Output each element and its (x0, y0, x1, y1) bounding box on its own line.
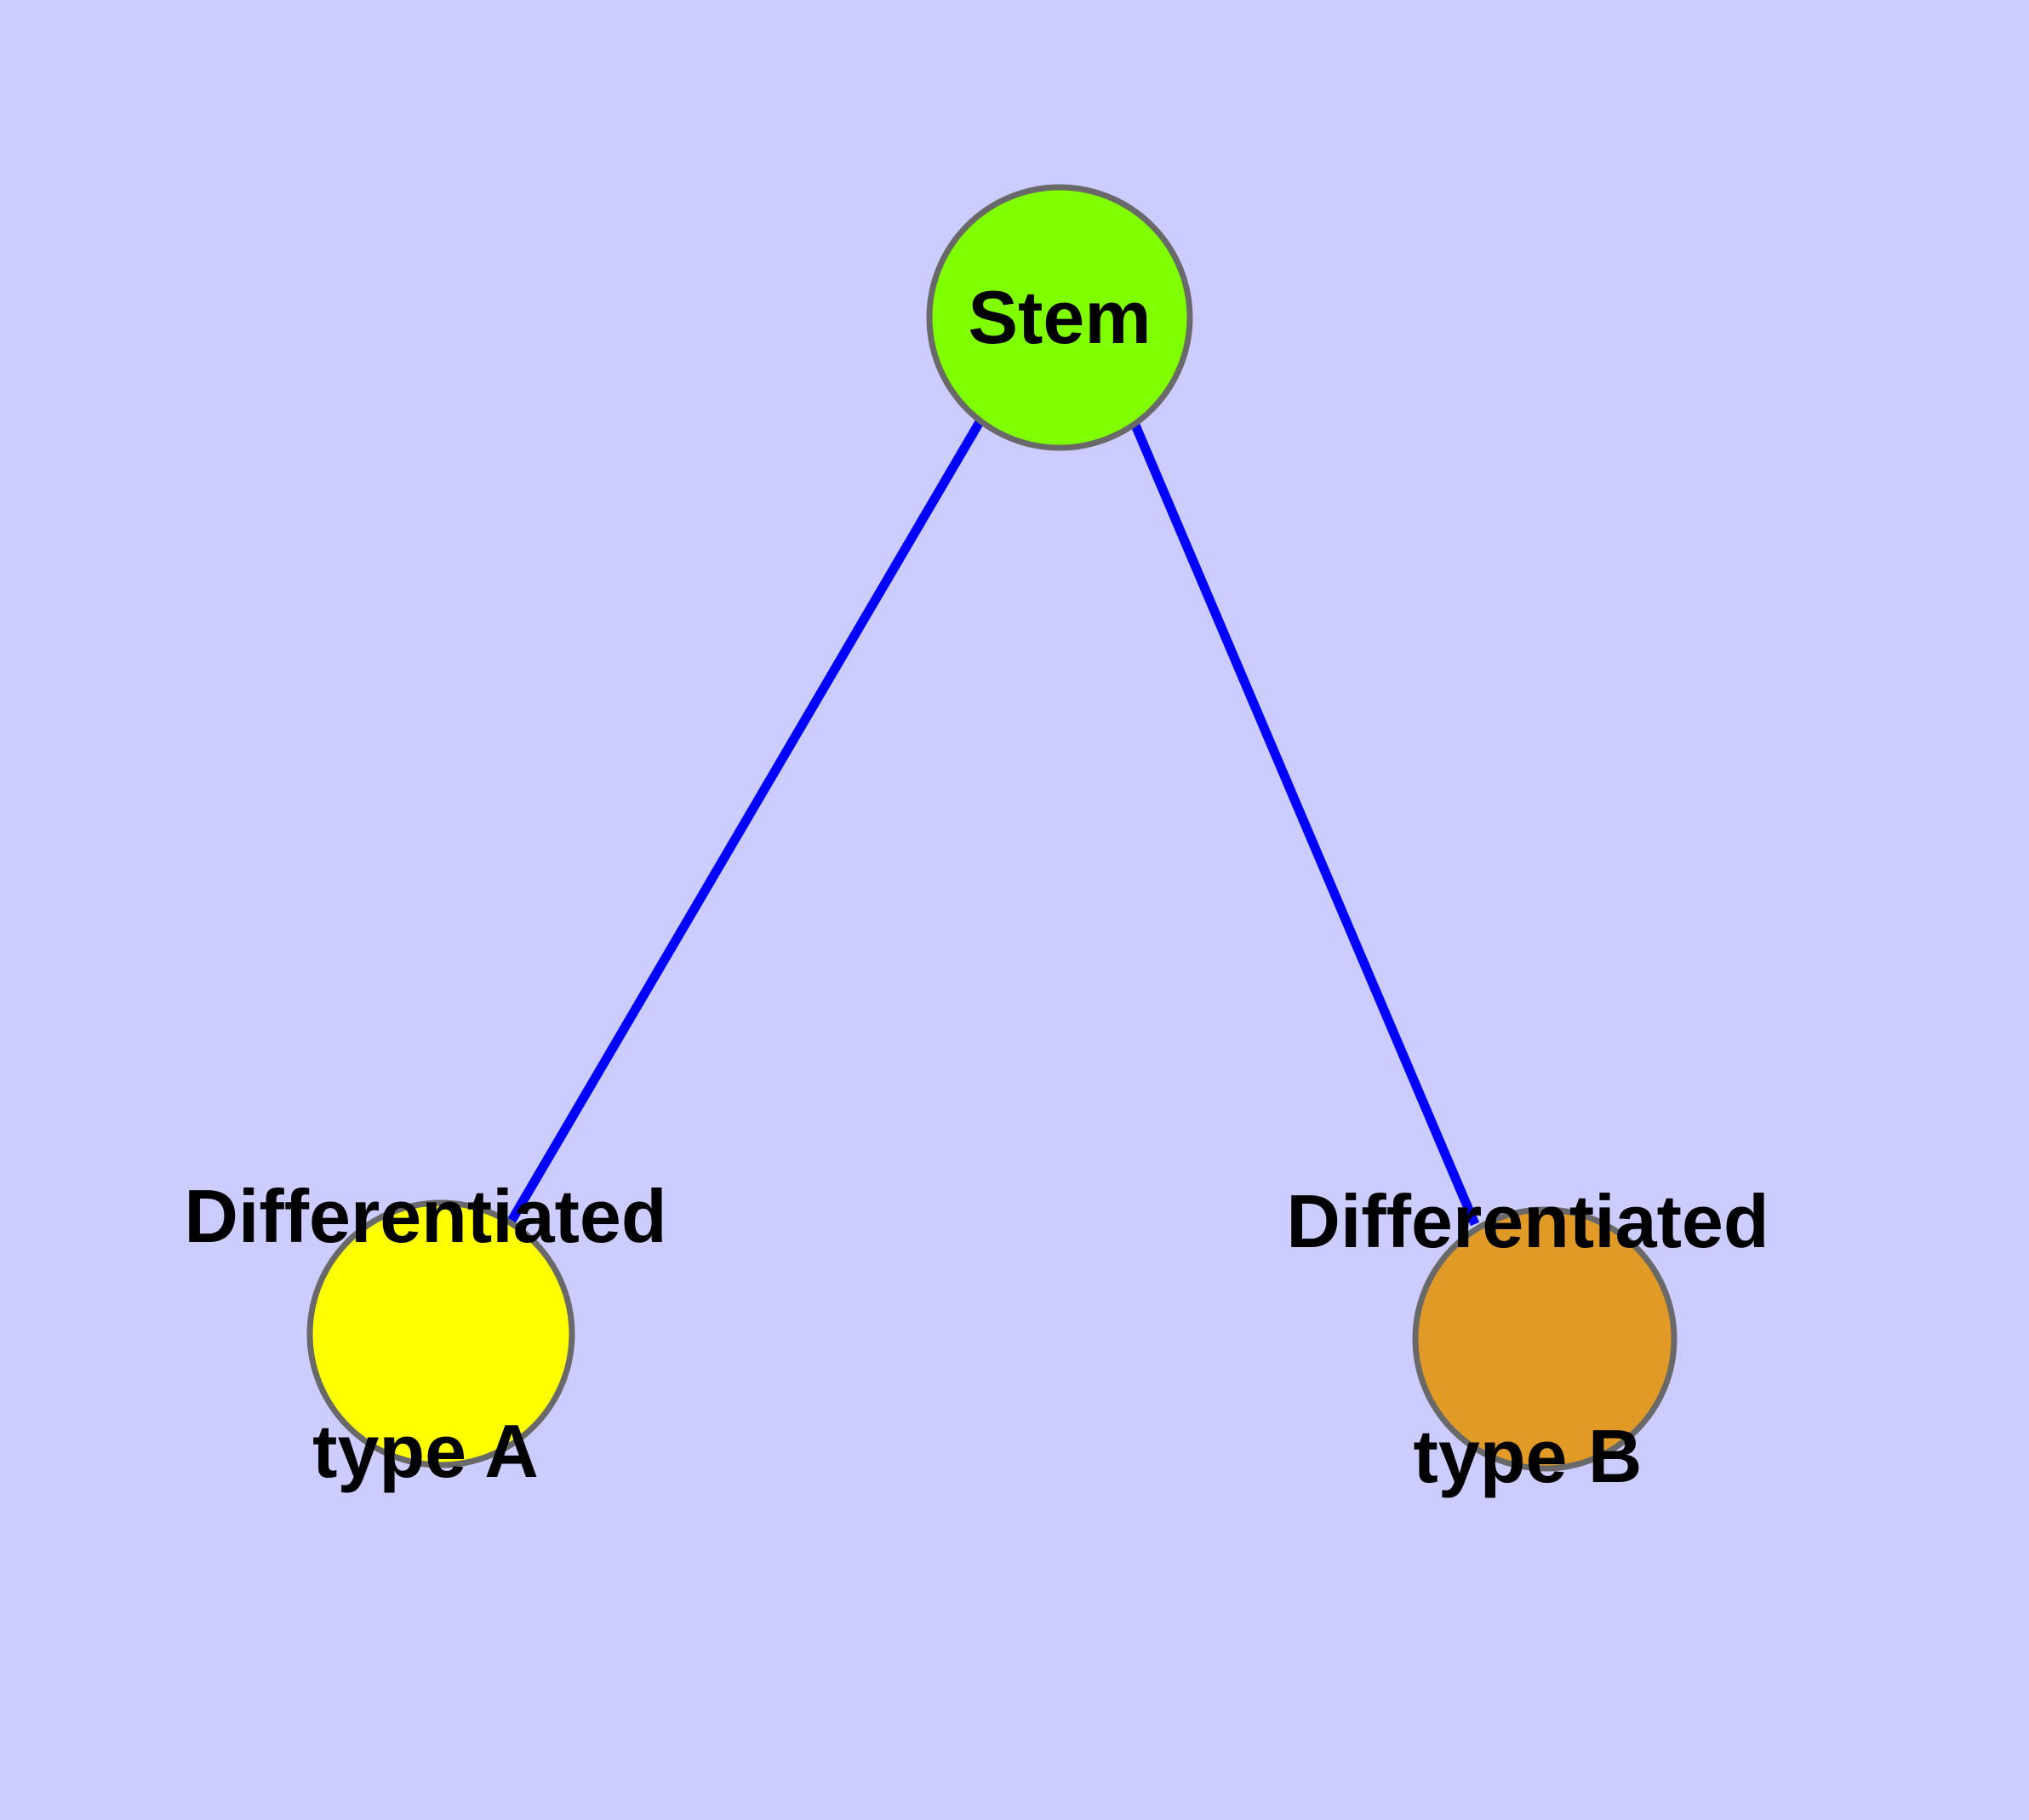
node-layer (306, 184, 1677, 1472)
edge-layer (507, 418, 1480, 1227)
node-differentiated-type-b[interactable] (1412, 1206, 1677, 1472)
edge-stem-to-differentiated-type-a[interactable] (507, 418, 985, 1223)
node-differentiated-type-a[interactable] (306, 1199, 575, 1468)
node-stem[interactable] (926, 184, 1193, 451)
edge-stem-to-differentiated-type-b[interactable] (1129, 421, 1480, 1227)
